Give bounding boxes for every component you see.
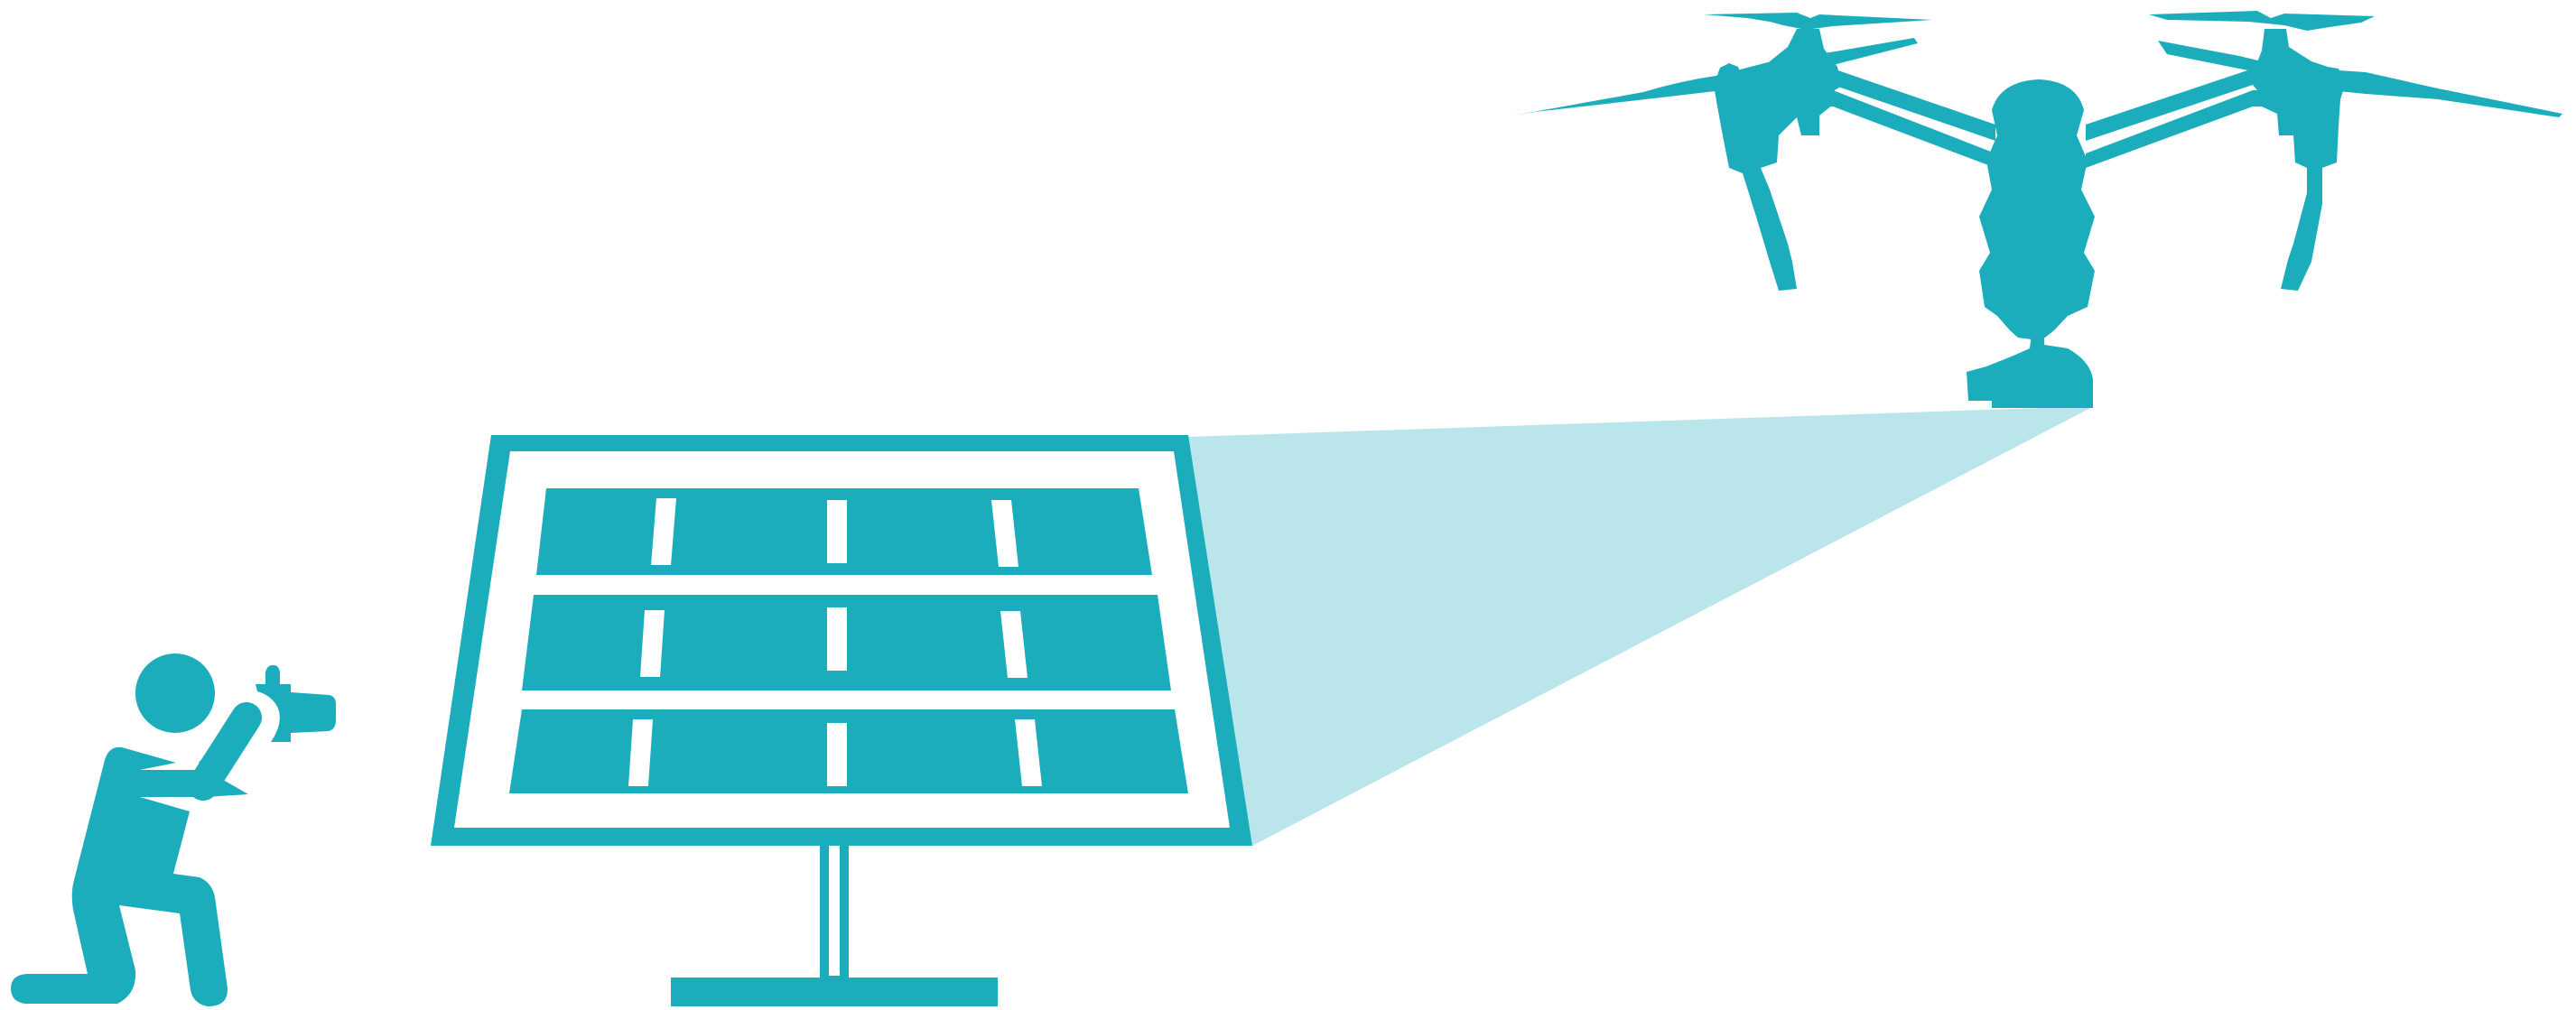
person-head <box>135 653 215 733</box>
drone-body <box>1979 79 2095 339</box>
drone-icon <box>1513 11 2562 408</box>
panel-post-inner <box>829 846 840 976</box>
drone-right-leg <box>2253 29 2346 291</box>
camera-view-cone <box>1188 406 2094 846</box>
panel-row-3 <box>509 709 1188 793</box>
solar-panel-icon <box>431 435 1252 1006</box>
camera-icon <box>256 665 336 742</box>
propeller-right-top <box>2149 11 2375 31</box>
propeller-left-top <box>1704 13 1932 30</box>
drone-camera-gimbal <box>1967 334 2093 408</box>
drone-left-leg <box>1714 29 1842 291</box>
kneeling-photographer-icon <box>11 653 336 1006</box>
panel-base <box>671 978 998 1006</box>
